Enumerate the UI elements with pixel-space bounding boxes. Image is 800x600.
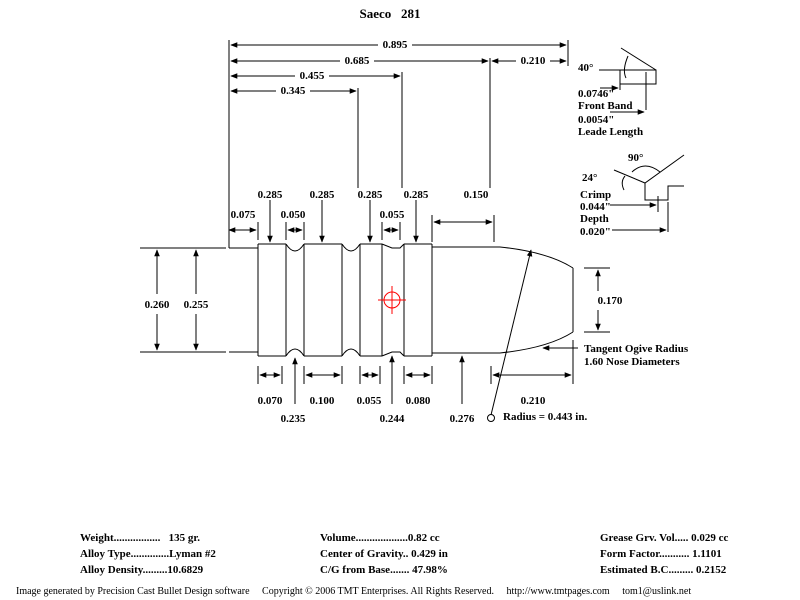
crimp-depth-label: Depth bbox=[580, 213, 609, 225]
label-0210-nose: 0.210 bbox=[521, 395, 546, 407]
label-0235: 0.235 bbox=[281, 413, 306, 425]
front-band-value: 0.0746" bbox=[578, 88, 614, 100]
stats-column-1: Weight................. 135 gr. Alloy Ty… bbox=[80, 532, 216, 576]
label-0895: 0.895 bbox=[383, 39, 408, 51]
ogive-label-line1: Tangent Ogive Radius bbox=[584, 343, 689, 355]
label-0150: 0.150 bbox=[464, 189, 489, 201]
label-0285-c: 0.285 bbox=[358, 189, 383, 201]
drawing-title: Saeco 281 bbox=[359, 6, 420, 21]
label-0285-d: 0.285 bbox=[404, 189, 429, 201]
label-0285-a: 0.285 bbox=[258, 189, 283, 201]
label-0075: 0.075 bbox=[231, 209, 256, 221]
label-0345: 0.345 bbox=[281, 85, 306, 97]
label-0210-top: 0.210 bbox=[521, 55, 546, 67]
crimp-value: 0.044" bbox=[580, 201, 611, 213]
label-0455: 0.455 bbox=[300, 70, 325, 82]
ogive-radius-label: Radius = 0.443 in. bbox=[503, 411, 587, 423]
label-0285-b: 0.285 bbox=[310, 189, 335, 201]
front-band-detail bbox=[599, 47, 657, 115]
crimp-label: Crimp bbox=[580, 189, 611, 201]
crimp-depth-value: 0.020" bbox=[580, 226, 611, 238]
label-0260: 0.260 bbox=[145, 299, 170, 311]
label-0170: 0.170 bbox=[598, 295, 623, 307]
label-0244: 0.244 bbox=[380, 413, 405, 425]
label-0685: 0.685 bbox=[345, 55, 370, 67]
front-band-label: Front Band bbox=[578, 100, 633, 112]
crimp-detail bbox=[610, 154, 685, 233]
label-0255: 0.255 bbox=[184, 299, 209, 311]
ogive-label-line2: 1.60 Nose Diameters bbox=[584, 356, 680, 368]
lower-dimensions bbox=[257, 249, 578, 422]
crimp-angle-side: 24° bbox=[582, 172, 597, 184]
label-0070: 0.070 bbox=[258, 395, 283, 407]
front-band-angle: 40° bbox=[578, 62, 593, 74]
stats-column-2: Volume...................0.82 cc Center … bbox=[320, 532, 448, 576]
side-dimensions bbox=[140, 247, 610, 353]
label-0050: 0.050 bbox=[281, 209, 306, 221]
upper-dimensions bbox=[228, 200, 495, 243]
label-0055-upper: 0.055 bbox=[380, 209, 405, 221]
label-0276: 0.276 bbox=[450, 413, 475, 425]
leade-length-value: 0.0054" bbox=[578, 114, 614, 126]
footer-credits: Image generated by Precision Cast Bullet… bbox=[16, 586, 692, 597]
leade-length-label: Leade Length bbox=[578, 126, 643, 138]
stats-column-3: Grease Grv. Vol..... 0.029 cc Form Facto… bbox=[600, 532, 729, 576]
crimp-angle-top: 90° bbox=[628, 152, 643, 164]
label-0055-lower: 0.055 bbox=[357, 395, 382, 407]
label-0100: 0.100 bbox=[310, 395, 335, 407]
label-0080: 0.080 bbox=[406, 395, 431, 407]
cg-marker-icon bbox=[378, 286, 406, 314]
